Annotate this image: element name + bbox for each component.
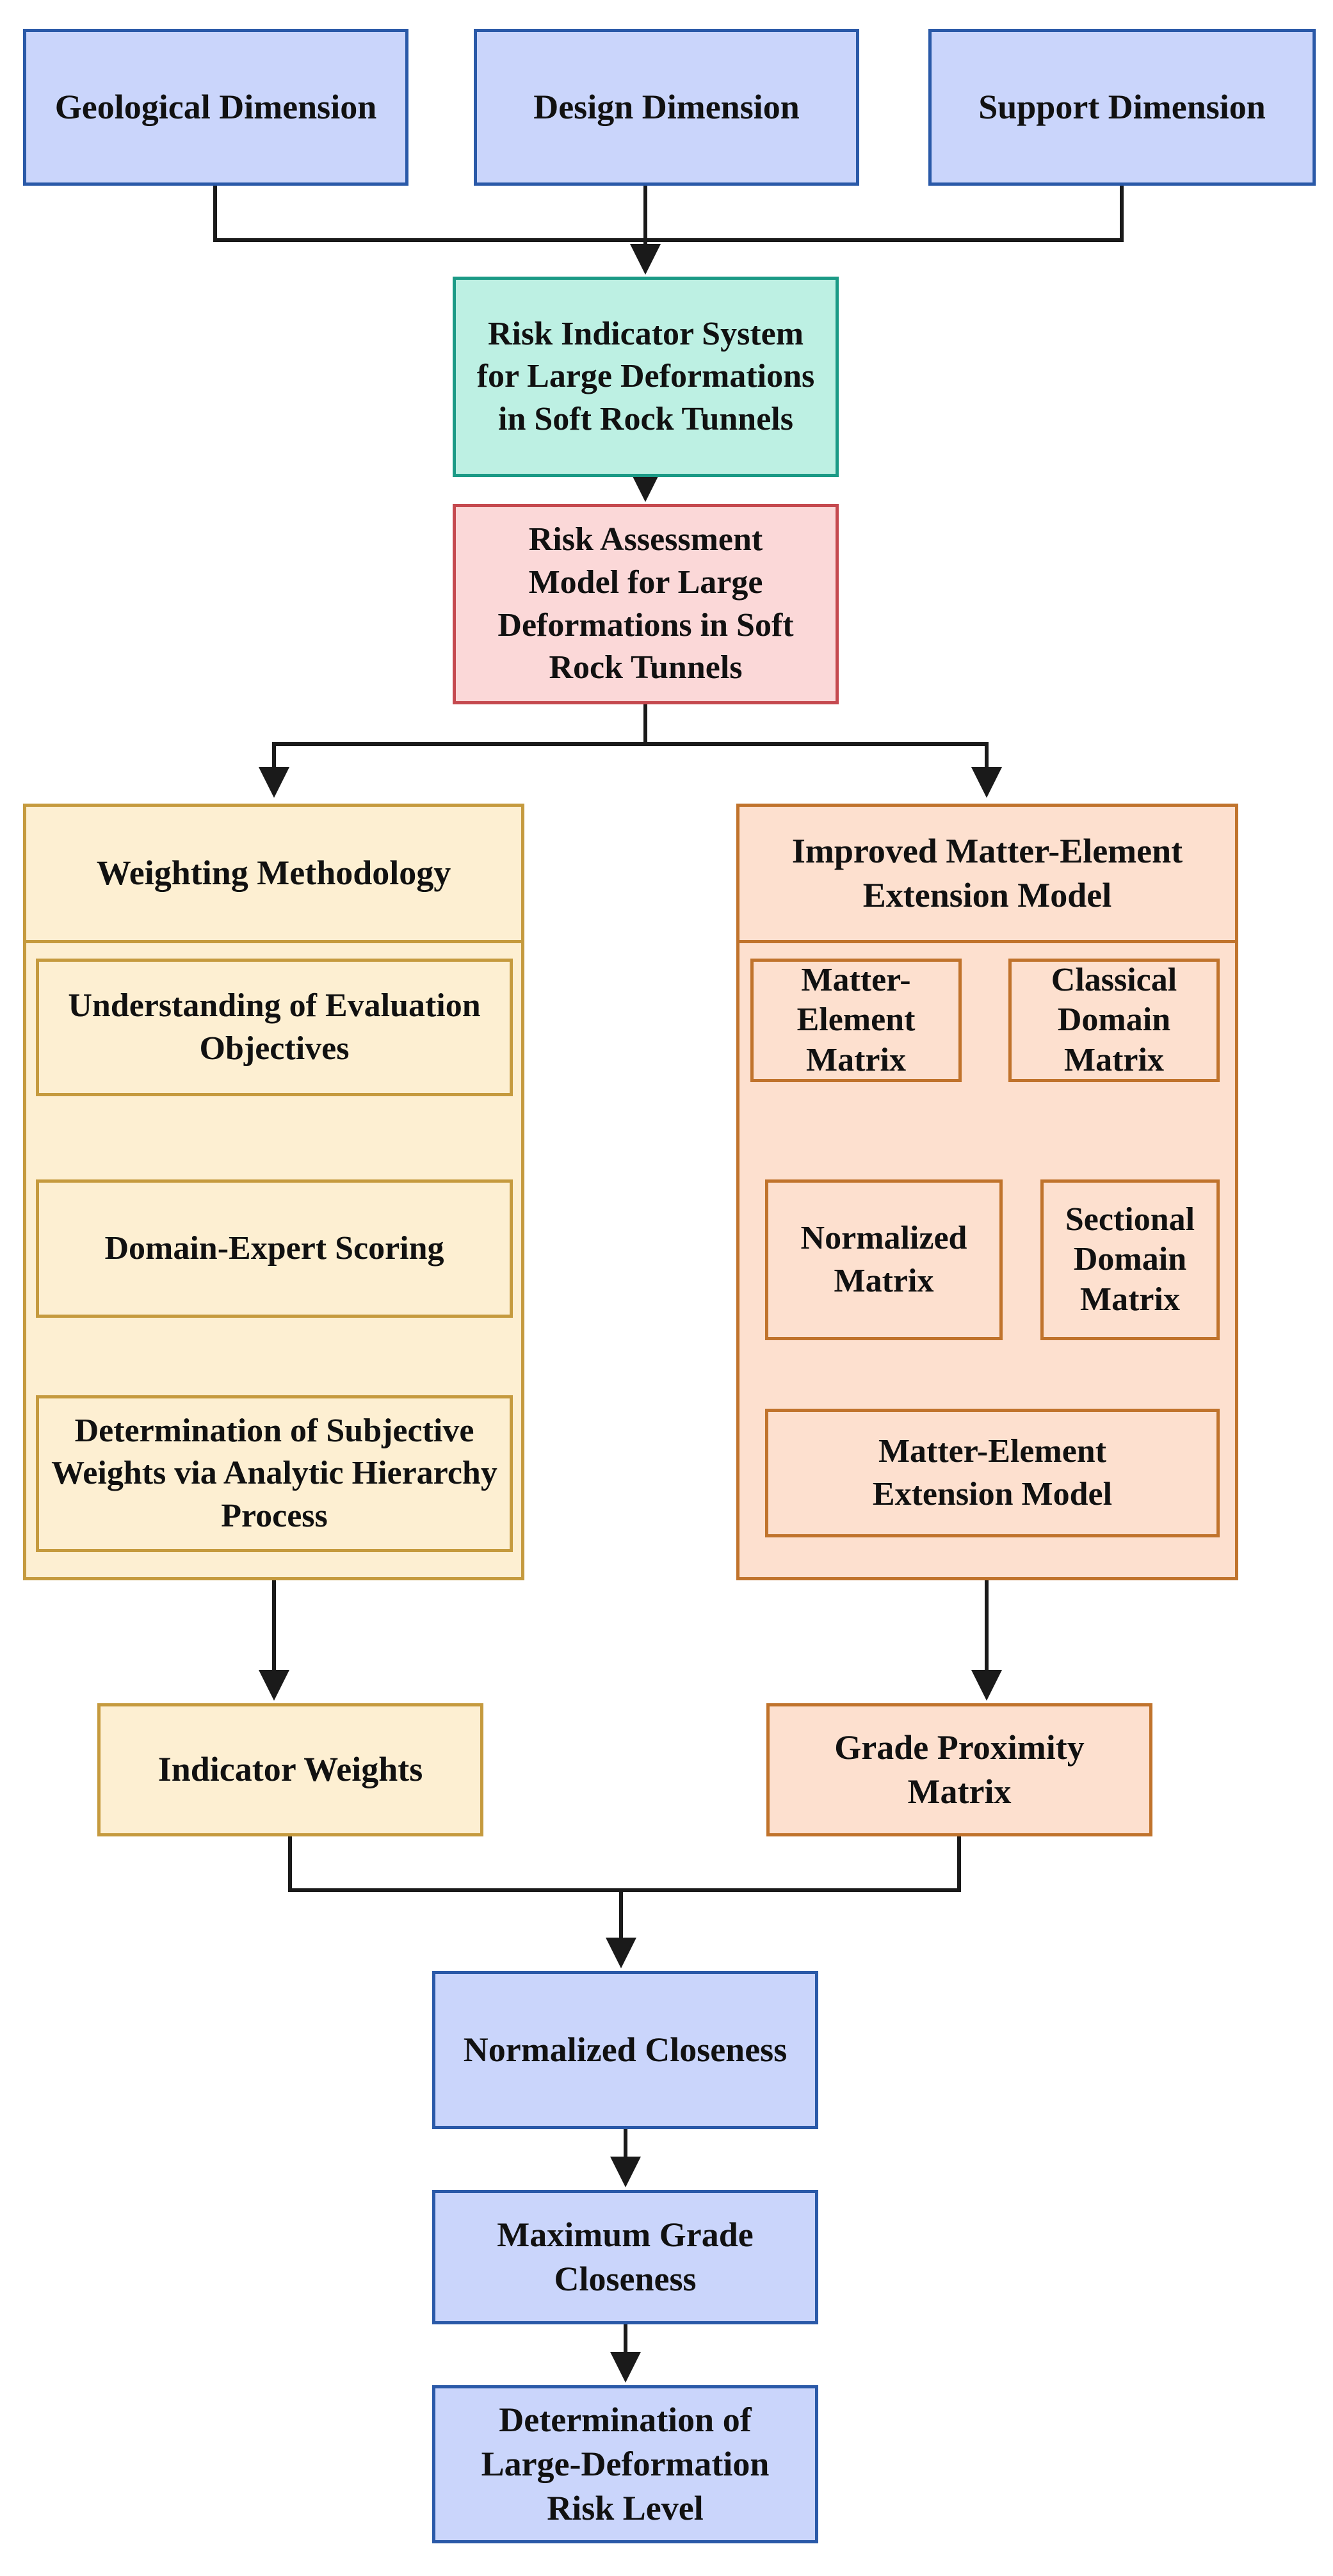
evaluation-objectives-label: Understanding of Evaluation Objectives [68,987,481,1067]
weighting-methodology-title-label: Weighting Methodology [96,854,451,893]
risk-assessment-model-box: Risk Assessment Model for Large Deformat… [453,504,839,704]
matter-element-title: Improved Matter-Element Extension Model [736,804,1238,943]
normalized-matrix-box: Normalized Matrix [765,1179,1003,1340]
support-dimension-label: Support Dimension [978,87,1266,126]
max-grade-closeness-box: Maximum Grade Closeness [432,2190,818,2324]
geological-dimension-box: Geological Dimension [23,29,408,186]
risk-indicator-system-label: Risk Indicator System for Large Deformat… [476,315,815,437]
connector-branch-right [645,742,1002,798]
evaluation-objectives-box: Understanding of Evaluation Objectives [36,959,513,1096]
ahp-weights-box: Determination of Subjective Weights via … [36,1395,513,1552]
matter-element-title-label: Improved Matter-Element Extension Model [791,831,1183,914]
expert-scoring-box: Domain-Expert Scoring [36,1179,513,1318]
design-dimension-box: Design Dimension [474,29,859,186]
risk-level-label: Determination of Large-Deformation Risk … [481,2400,770,2528]
support-dimension-box: Support Dimension [928,29,1316,186]
risk-indicator-system-box: Risk Indicator System for Large Deformat… [453,277,839,477]
risk-level-box: Determination of Large-Deformation Risk … [432,2385,818,2543]
geological-dimension-label: Geological Dimension [54,87,377,126]
sectional-domain-matrix-label: Sectional Domain Matrix [1065,1201,1195,1318]
matter-element-matrix-box: Matter-Element Matrix [750,959,962,1082]
extension-model-box: Matter-Element Extension Model [765,1409,1220,1537]
connector-dimensions-bus [213,186,1124,242]
extension-model-label: Matter-Element Extension Model [872,1432,1113,1512]
classical-domain-matrix-label: Classical Domain Matrix [1051,961,1177,1078]
normalized-closeness-box: Normalized Closeness [432,1971,818,2129]
sectional-domain-matrix-box: Sectional Domain Matrix [1040,1179,1220,1340]
weighting-methodology-title: Weighting Methodology [23,804,524,943]
ahp-weights-label: Determination of Subjective Weights via … [51,1412,497,1534]
normalized-matrix-label: Normalized Matrix [800,1219,967,1299]
design-dimension-label: Design Dimension [533,87,800,126]
matter-element-matrix-label: Matter-Element Matrix [796,961,916,1078]
connector-outputs-merge [288,1836,961,1892]
indicator-weights-box: Indicator Weights [97,1703,483,1836]
max-grade-closeness-label: Maximum Grade Closeness [497,2215,754,2298]
expert-scoring-label: Domain-Expert Scoring [104,1229,444,1267]
grade-proximity-matrix-label: Grade Proximity Matrix [834,1728,1085,1811]
connector-branch-split [259,704,647,798]
normalized-closeness-label: Normalized Closeness [463,2030,788,2069]
indicator-weights-label: Indicator Weights [158,1750,423,1789]
grade-proximity-matrix-box: Grade Proximity Matrix [766,1703,1152,1836]
classical-domain-matrix-box: Classical Domain Matrix [1008,959,1220,1082]
risk-assessment-model-label: Risk Assessment Model for Large Deformat… [497,521,794,686]
